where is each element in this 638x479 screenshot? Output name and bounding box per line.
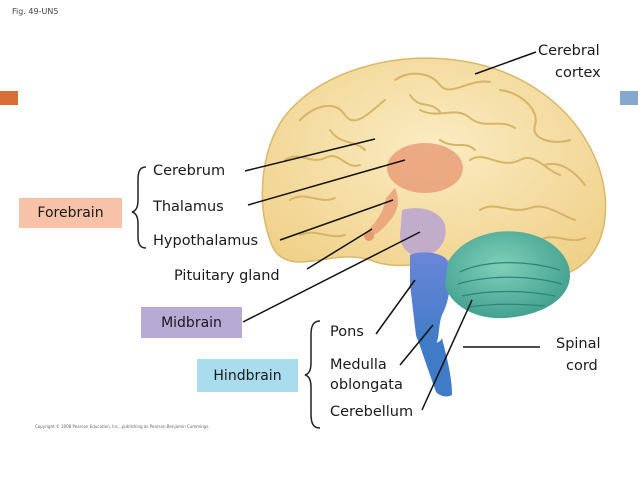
midbrain-box: Midbrain xyxy=(141,307,242,338)
midbrain-shape xyxy=(400,208,446,257)
pituitary-gland-label: Pituitary gland xyxy=(174,268,280,284)
copyright-notice: Copyright © 2008 Pearson Education, Inc.… xyxy=(35,424,210,429)
medulla-label-line2: oblongata xyxy=(330,377,403,393)
thalamus-shape xyxy=(387,143,463,193)
pons-label: Pons xyxy=(330,324,364,340)
cerebral-cortex-label-line1: Cerebral xyxy=(538,43,600,59)
cerebellum-folia xyxy=(457,261,563,308)
leader-pituitary xyxy=(306,228,373,270)
slide-accent-left xyxy=(0,91,18,105)
brainstem-shape xyxy=(410,252,450,347)
cerebellum-label: Cerebellum xyxy=(330,404,414,420)
pituitary-shape xyxy=(364,231,374,241)
cerebrum-label: Cerebrum xyxy=(153,163,226,179)
spinal-cord-label-line1: Spinal xyxy=(556,336,601,352)
leader-lines xyxy=(242,51,540,411)
hypothalamus-label: Hypothalamus xyxy=(153,233,259,249)
leader-cerebrum xyxy=(244,138,376,172)
figure-label: Fig. 49-UN5 xyxy=(12,7,59,16)
leader-thalamus xyxy=(247,159,406,206)
thalamus-label: Thalamus xyxy=(153,199,224,215)
medulla-label-line1: Medulla xyxy=(330,357,387,373)
spinal-cord-shape xyxy=(418,338,452,397)
forebrain-brace xyxy=(131,166,147,249)
leader-medulla xyxy=(399,324,434,366)
forebrain-box: Forebrain xyxy=(19,198,122,228)
hindbrain-brace xyxy=(304,320,321,429)
leader-pons xyxy=(375,279,416,335)
leader-cerebellum xyxy=(421,299,473,411)
leader-midbrain xyxy=(242,231,421,323)
hypothalamus-shape xyxy=(367,188,398,237)
spinal-cord-label-line2: cord xyxy=(566,358,598,374)
leader-hypothalamus xyxy=(279,199,394,241)
leader-cerebral-cortex xyxy=(474,51,537,75)
cerebral-cortex-label-line2: cortex xyxy=(555,65,601,81)
slide-accent-right xyxy=(620,91,638,105)
cerebellum-shape xyxy=(445,231,570,319)
gyri-lines xyxy=(284,72,586,242)
hindbrain-box: Hindbrain xyxy=(197,359,298,392)
